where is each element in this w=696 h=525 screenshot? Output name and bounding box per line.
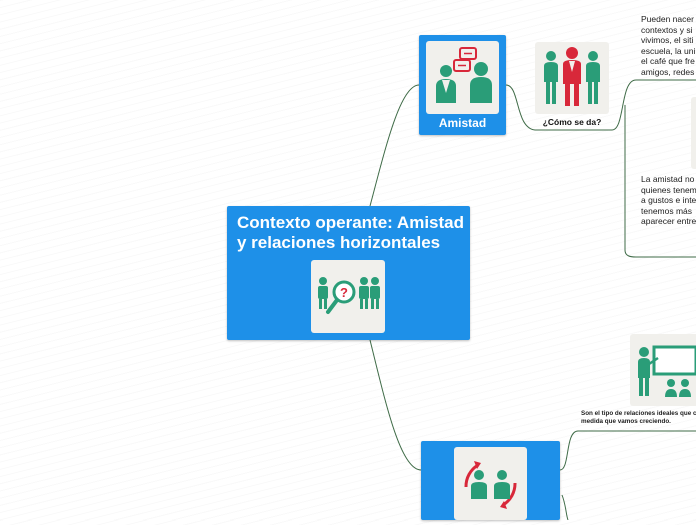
people-question-magnifier-icon: ? [318, 277, 380, 314]
svg-text:?: ? [340, 285, 348, 300]
note-relaciones-definicion[interactable]: Son el tipo de relaciones ideales que c … [581, 410, 696, 426]
amistad-node[interactable]: Amistad [419, 35, 506, 135]
central-title: Contexto operante: Amistad y relaciones … [237, 213, 465, 252]
two-people-chat-icon [436, 47, 492, 103]
two-people-circle-arrows-icon [464, 461, 517, 509]
note-line: amigos, redes [641, 66, 695, 77]
connector-central-horizontal [369, 339, 422, 471]
note-amistad-definicion[interactable]: La amistad no quienes tenem a gustos e i… [641, 174, 696, 227]
como-label[interactable]: ¿Cómo se da? [542, 117, 602, 127]
note-line: tenemos más [641, 205, 693, 216]
presentation-image-tile[interactable] [630, 334, 696, 406]
como-image-tile[interactable] [535, 42, 609, 114]
note-line: vivimos, el siti [641, 35, 694, 46]
connector-horizontal-note [559, 430, 696, 471]
note-contextos[interactable]: Pueden nacer contextos y si vivimos, el … [641, 14, 696, 78]
note-line: el café que fre [641, 56, 695, 67]
presentation-board-icon [638, 345, 696, 397]
central-node[interactable]: Contexto operante: Amistad y relaciones … [227, 206, 470, 340]
connector-horizontal-down [561, 494, 569, 520]
relaciones-image-tile [454, 447, 527, 520]
partial-image-tile [691, 97, 696, 169]
note-line: escuela, la uni [641, 45, 696, 56]
central-image-tile: ? [311, 260, 385, 333]
note-line: a gustos e inte [641, 195, 696, 206]
group-of-people-icon [544, 47, 600, 106]
note-line: Pueden nacer [641, 14, 694, 24]
relaciones-horizontales-node[interactable] [421, 441, 560, 520]
note-line: contextos y si [641, 24, 693, 35]
note-line: quienes tenem [641, 184, 696, 195]
note-line: medida que vamos creciendo. [581, 418, 671, 425]
amistad-label: Amistad [438, 116, 487, 130]
connector-central-amistad [369, 84, 420, 207]
amistad-image-tile [426, 41, 499, 114]
note-line: aparecer entre [641, 216, 696, 227]
note-line: La amistad no [641, 174, 695, 184]
connector-como-notes-lower [624, 105, 696, 258]
note-line: Son el tipo de relaciones ideales que c [581, 410, 696, 417]
connector-como-notes [611, 79, 696, 131]
connector-amistad-como [505, 84, 612, 131]
